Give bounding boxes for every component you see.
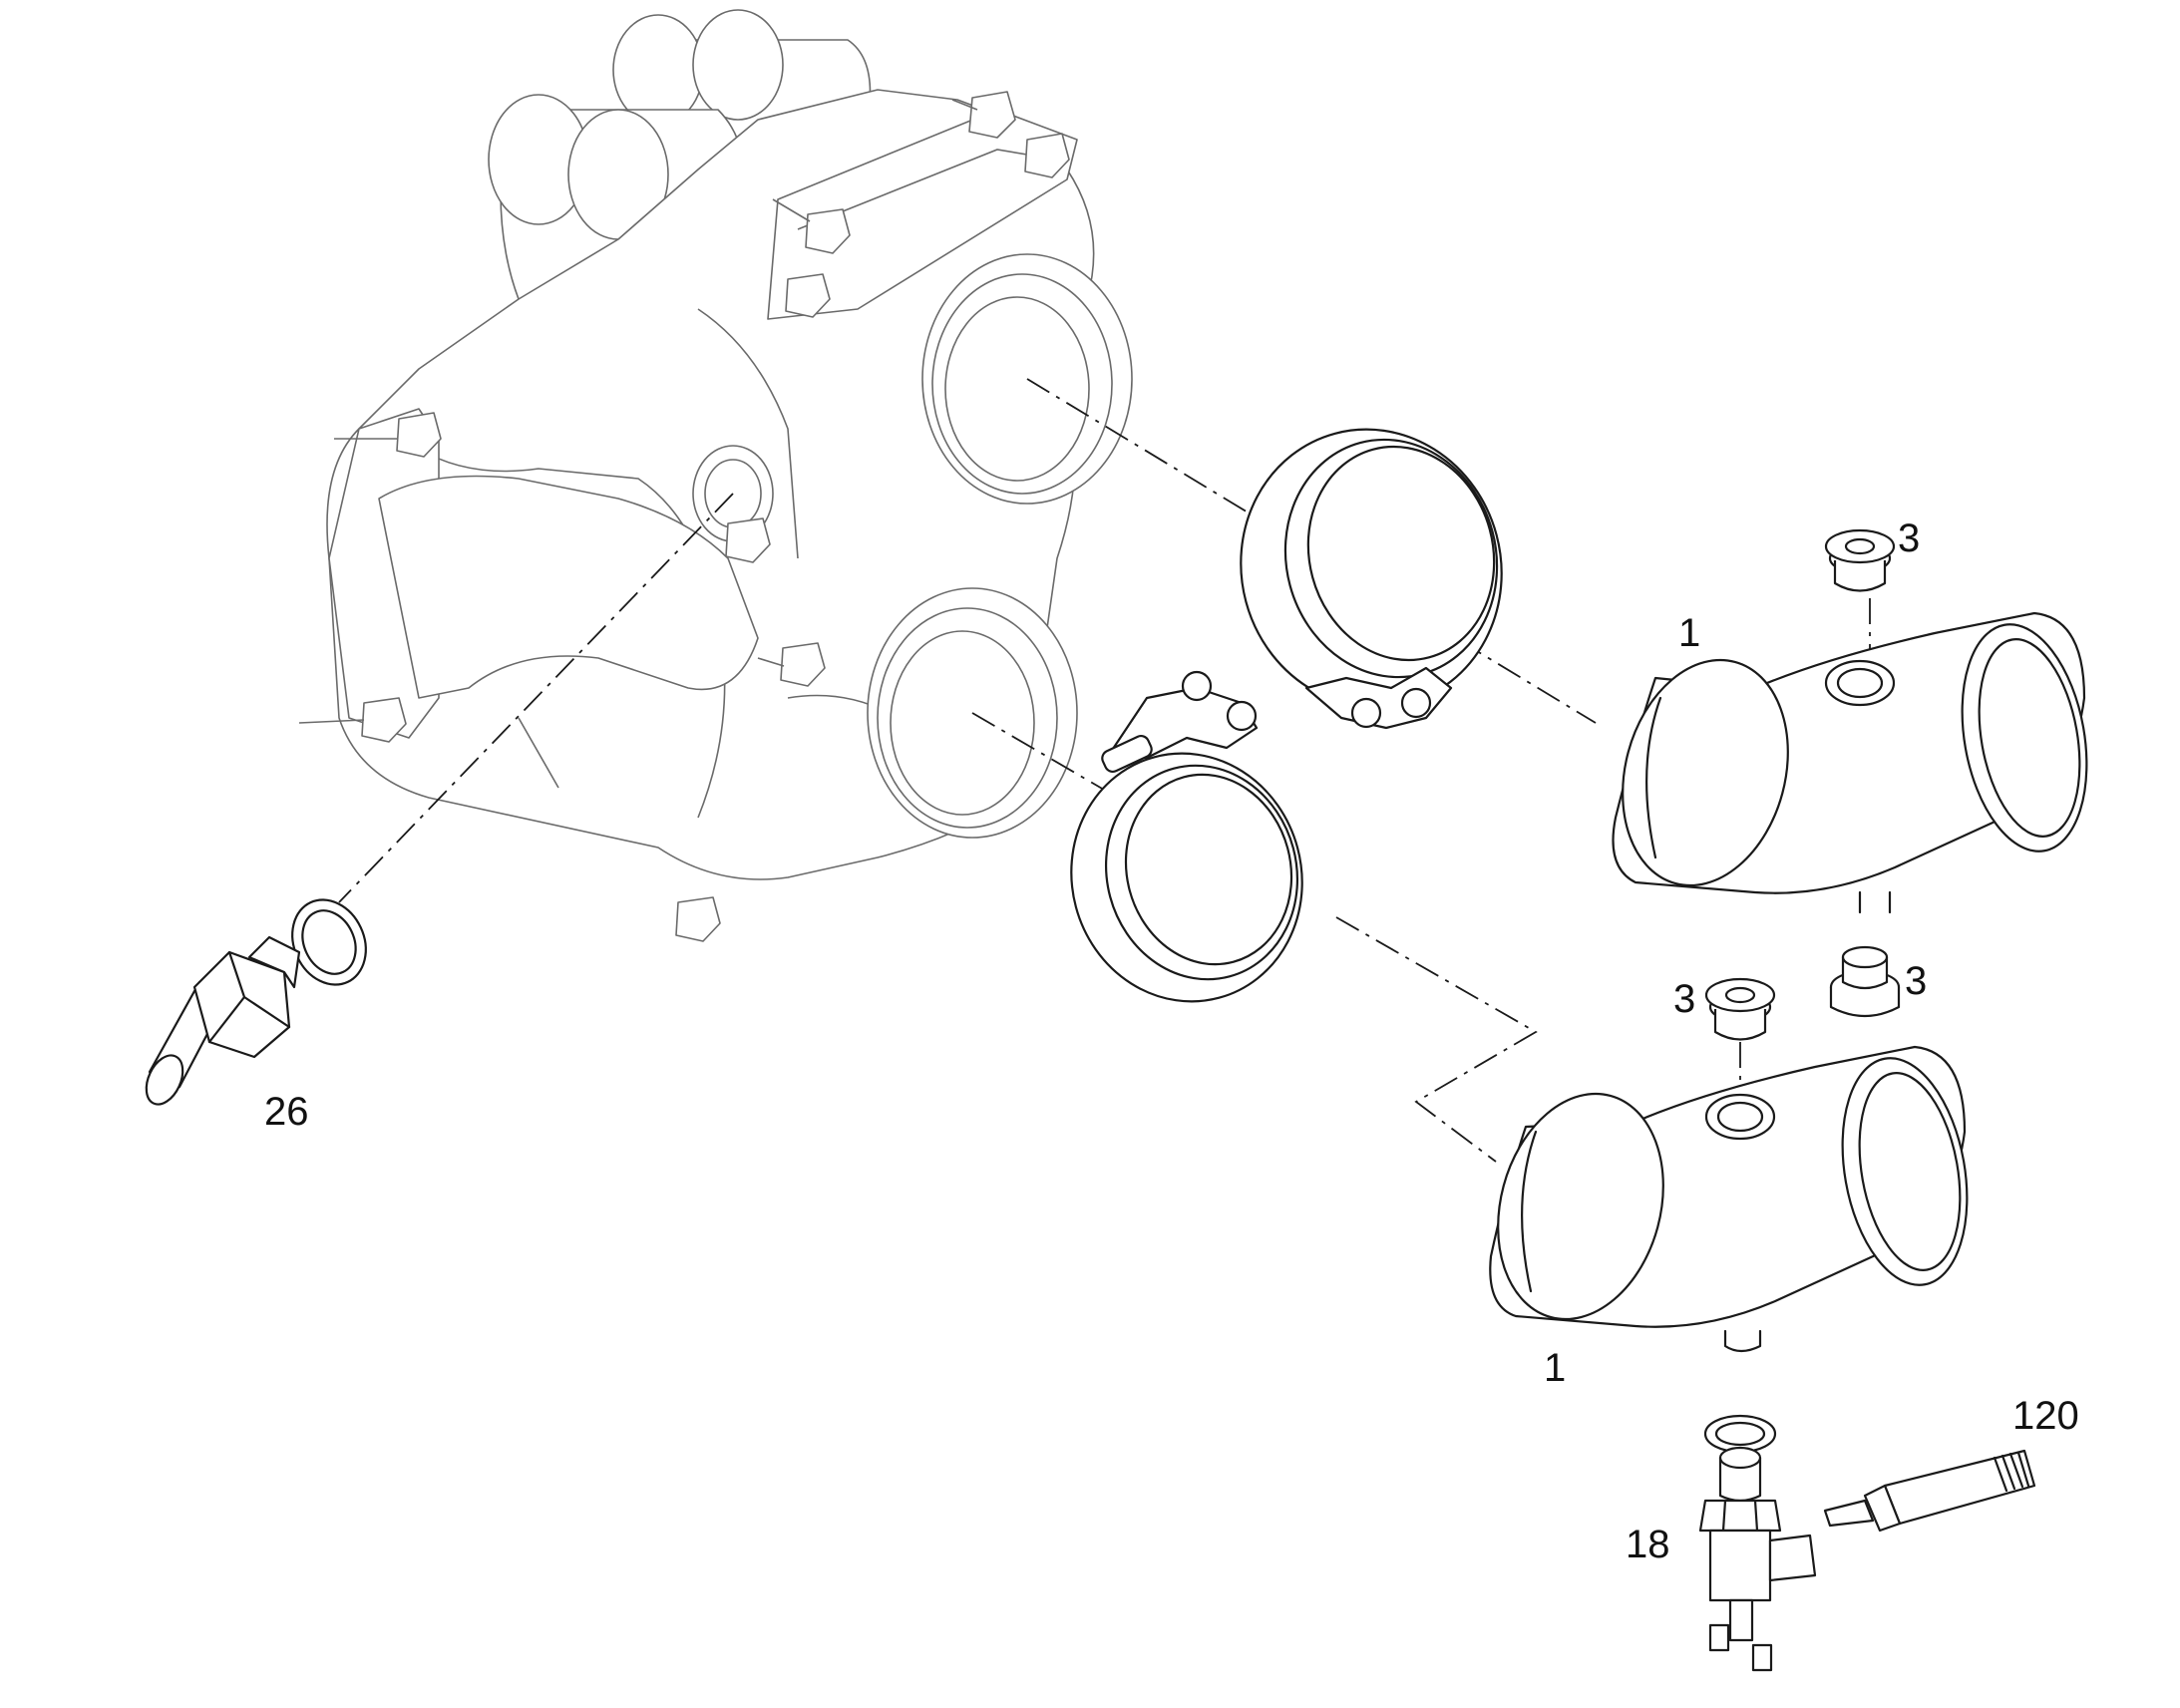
callout-plug-upper-bottom: 3 xyxy=(1905,959,1927,1003)
callout-sensor: 18 xyxy=(1626,1523,1670,1566)
bolt-icon xyxy=(298,91,1070,942)
temperature-sensor xyxy=(1698,1446,1817,1672)
sealant-tube xyxy=(1823,1449,2036,1533)
threaded-fitting xyxy=(145,935,301,1106)
elbow-pipe-lower xyxy=(1489,1045,1969,1353)
plug-upper-top xyxy=(1824,528,1896,592)
callout-elbow-upper: 1 xyxy=(1678,611,1700,655)
callout-plug-upper-top: 3 xyxy=(1898,516,1920,560)
elbow-pipe-upper xyxy=(1612,611,2088,914)
v-band-clamp-upper xyxy=(1240,428,1503,730)
sealing-washer-lower xyxy=(1703,1414,1777,1454)
callout-elbow-lower: 1 xyxy=(1544,1346,1566,1390)
plug-upper-bottom xyxy=(1829,945,1901,1017)
callout-plug-lower-top: 3 xyxy=(1673,977,1695,1021)
callout-tube: 120 xyxy=(2012,1394,2079,1438)
plug-lower-top xyxy=(1704,977,1776,1041)
callout-fitting: 26 xyxy=(264,1090,309,1134)
engine-housing xyxy=(298,9,1133,942)
v-band-clamp-lower xyxy=(1070,670,1303,1003)
